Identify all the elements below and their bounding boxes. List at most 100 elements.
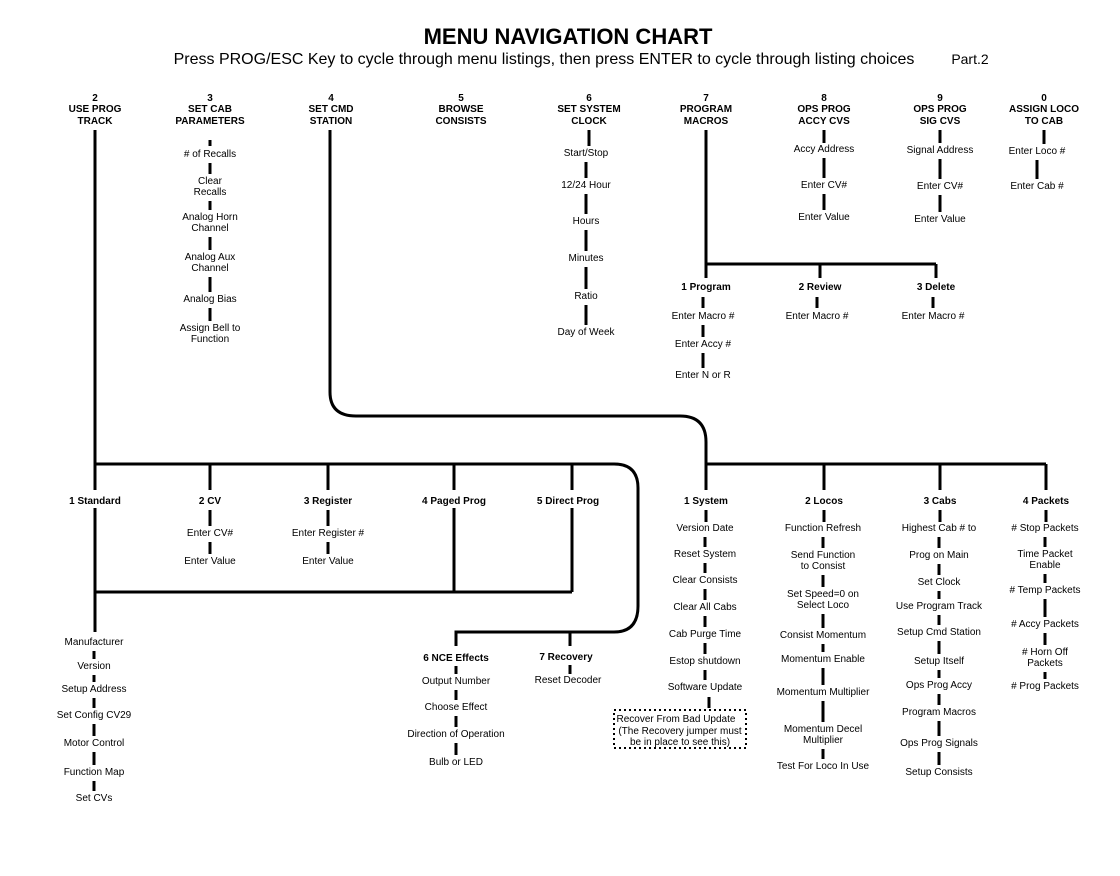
menu-item: Enter CV#: [917, 181, 964, 192]
menu-item: Channel: [191, 223, 228, 234]
menu-item: Enable: [1029, 560, 1061, 571]
menu-item: Minutes: [568, 253, 603, 264]
menu-item: # Temp Packets: [1010, 585, 1081, 596]
top-menu-title: CONSISTS: [435, 116, 486, 127]
top-menu-title: PROGRAM: [680, 104, 732, 115]
menu-item: Recalls: [194, 187, 227, 198]
menu-item: Program Macros: [902, 707, 976, 718]
menu-item: Enter CV#: [801, 180, 848, 191]
menu-item: Setup Address: [61, 684, 126, 695]
top-menu-title: OPS PROG: [797, 104, 851, 115]
top-menu-title: BROWSE: [439, 104, 484, 115]
menu-item: Clear Consists: [672, 575, 737, 586]
submenu-label: 1 System: [684, 496, 728, 507]
menu-item: Highest Cab # to: [902, 523, 977, 534]
menu-item: Setup Cmd Station: [897, 627, 981, 638]
menu-item: Cab Purge Time: [669, 629, 742, 640]
menu-item: Use Program Track: [896, 601, 983, 612]
menu-item: Enter Value: [798, 212, 850, 223]
menu-item: Function Map: [64, 767, 125, 778]
menu-item: # Prog Packets: [1011, 681, 1079, 692]
menu-item: Packets: [1027, 658, 1063, 669]
submenu-label: 1 Program: [681, 282, 731, 293]
menu-item: Reset Decoder: [535, 675, 602, 686]
menu-item: Enter Register #: [292, 528, 365, 539]
menu-item: Enter Value: [184, 556, 236, 567]
top-menu-title: PARAMETERS: [175, 116, 245, 127]
top-menu-number: 6: [586, 93, 592, 104]
menu-item: Start/Stop: [564, 148, 609, 159]
menu-item: Clear All Cabs: [673, 602, 736, 613]
menu-item: Ratio: [574, 291, 598, 302]
menu-item: Output Number: [422, 676, 491, 687]
menu-item: Choose Effect: [425, 702, 488, 713]
submenu-label: 7 Recovery: [539, 652, 593, 663]
menu-item: Set Config CV29: [57, 710, 132, 721]
menu-item: Enter Macro #: [902, 311, 965, 322]
menu-item: Prog on Main: [909, 550, 968, 561]
top-menu-title: SET SYSTEM: [557, 104, 620, 115]
submenu-label: 4 Paged Prog: [422, 496, 486, 507]
menu-item: to Consist: [801, 561, 846, 572]
menu-item: 12/24 Hour: [561, 180, 611, 191]
top-menu-title: MACROS: [684, 116, 729, 127]
submenu-label: 3 Register: [304, 496, 352, 507]
submenu-label: 2 Locos: [805, 496, 843, 507]
menu-item: Send Function: [791, 550, 856, 561]
menu-item: # Horn Off: [1022, 647, 1068, 658]
top-menu-number: 7: [703, 93, 709, 104]
menu-item: Version Date: [676, 523, 734, 534]
top-menu-number: 0: [1041, 93, 1047, 104]
menu-item: Enter Loco #: [1009, 146, 1066, 157]
menu-item: Momentum Multiplier: [777, 687, 870, 698]
menu-item: Bulb or LED: [429, 757, 483, 768]
menu-item: Multiplier: [803, 735, 844, 746]
submenu-label: 6 NCE Effects: [423, 653, 489, 664]
top-menu-title: TO CAB: [1025, 116, 1063, 127]
menu-item: Direction of Operation: [407, 729, 504, 740]
menu-item: Analog Horn: [182, 212, 238, 223]
menu-item: Function Refresh: [785, 523, 861, 534]
menu-item: Signal Address: [907, 145, 974, 156]
menu-item: Channel: [191, 263, 228, 274]
menu-item: Ops Prog Accy: [906, 680, 972, 691]
menu-item: Accy Address: [794, 144, 855, 155]
menu-item: Clear: [198, 176, 223, 187]
menu-item: Enter Value: [914, 214, 966, 225]
top-menu-title: SET CAB: [188, 104, 232, 115]
chart-title: MENU NAVIGATION CHART: [424, 24, 713, 49]
menu-item: Analog Aux: [185, 252, 236, 263]
recover-note-line: (The Recovery jumper must: [618, 726, 742, 737]
chart-subtitle: Press PROG/ESC Key to cycle through menu…: [174, 51, 915, 68]
top-menu-number: 2: [92, 93, 98, 104]
submenu-label: 2 Review: [799, 282, 842, 293]
menu-item: Set Speed=0 on: [787, 589, 859, 600]
top-menu-title: STATION: [310, 116, 352, 127]
submenu-label: 3 Cabs: [924, 496, 957, 507]
submenu-label: 2 CV: [199, 496, 222, 507]
top-menu-title: SIG CVS: [920, 116, 961, 127]
menu-item: Motor Control: [64, 738, 125, 749]
menu-item: Set CVs: [76, 793, 113, 804]
menu-item: Manufacturer: [65, 637, 125, 648]
menu-item: Momentum Decel: [784, 724, 862, 735]
menu-item: Enter Value: [302, 556, 354, 567]
menu-item: Enter N or R: [675, 370, 731, 381]
menu-item: Ops Prog Signals: [900, 738, 978, 749]
top-menu-title: USE PROG: [69, 104, 122, 115]
connector-lines: [93, 130, 1048, 646]
top-menu-title: ACCY CVS: [798, 116, 850, 127]
menu-item: Enter Cab #: [1010, 181, 1064, 192]
menu-item: Enter Macro #: [672, 311, 735, 322]
menu-item: Enter Macro #: [786, 311, 849, 322]
menu-item: # Stop Packets: [1011, 523, 1078, 534]
menu-item: Estop shutdown: [669, 656, 740, 667]
menu-item: Setup Itself: [914, 656, 964, 667]
menu-item: Time Packet: [1017, 549, 1072, 560]
recover-note-line: be in place to see this): [630, 737, 730, 748]
top-menu-title: SET CMD: [309, 104, 354, 115]
submenu-label: 4 Packets: [1023, 496, 1070, 507]
menu-item: Assign Bell to: [180, 323, 241, 334]
top-menu-title: ASSIGN LOCO: [1009, 104, 1079, 115]
